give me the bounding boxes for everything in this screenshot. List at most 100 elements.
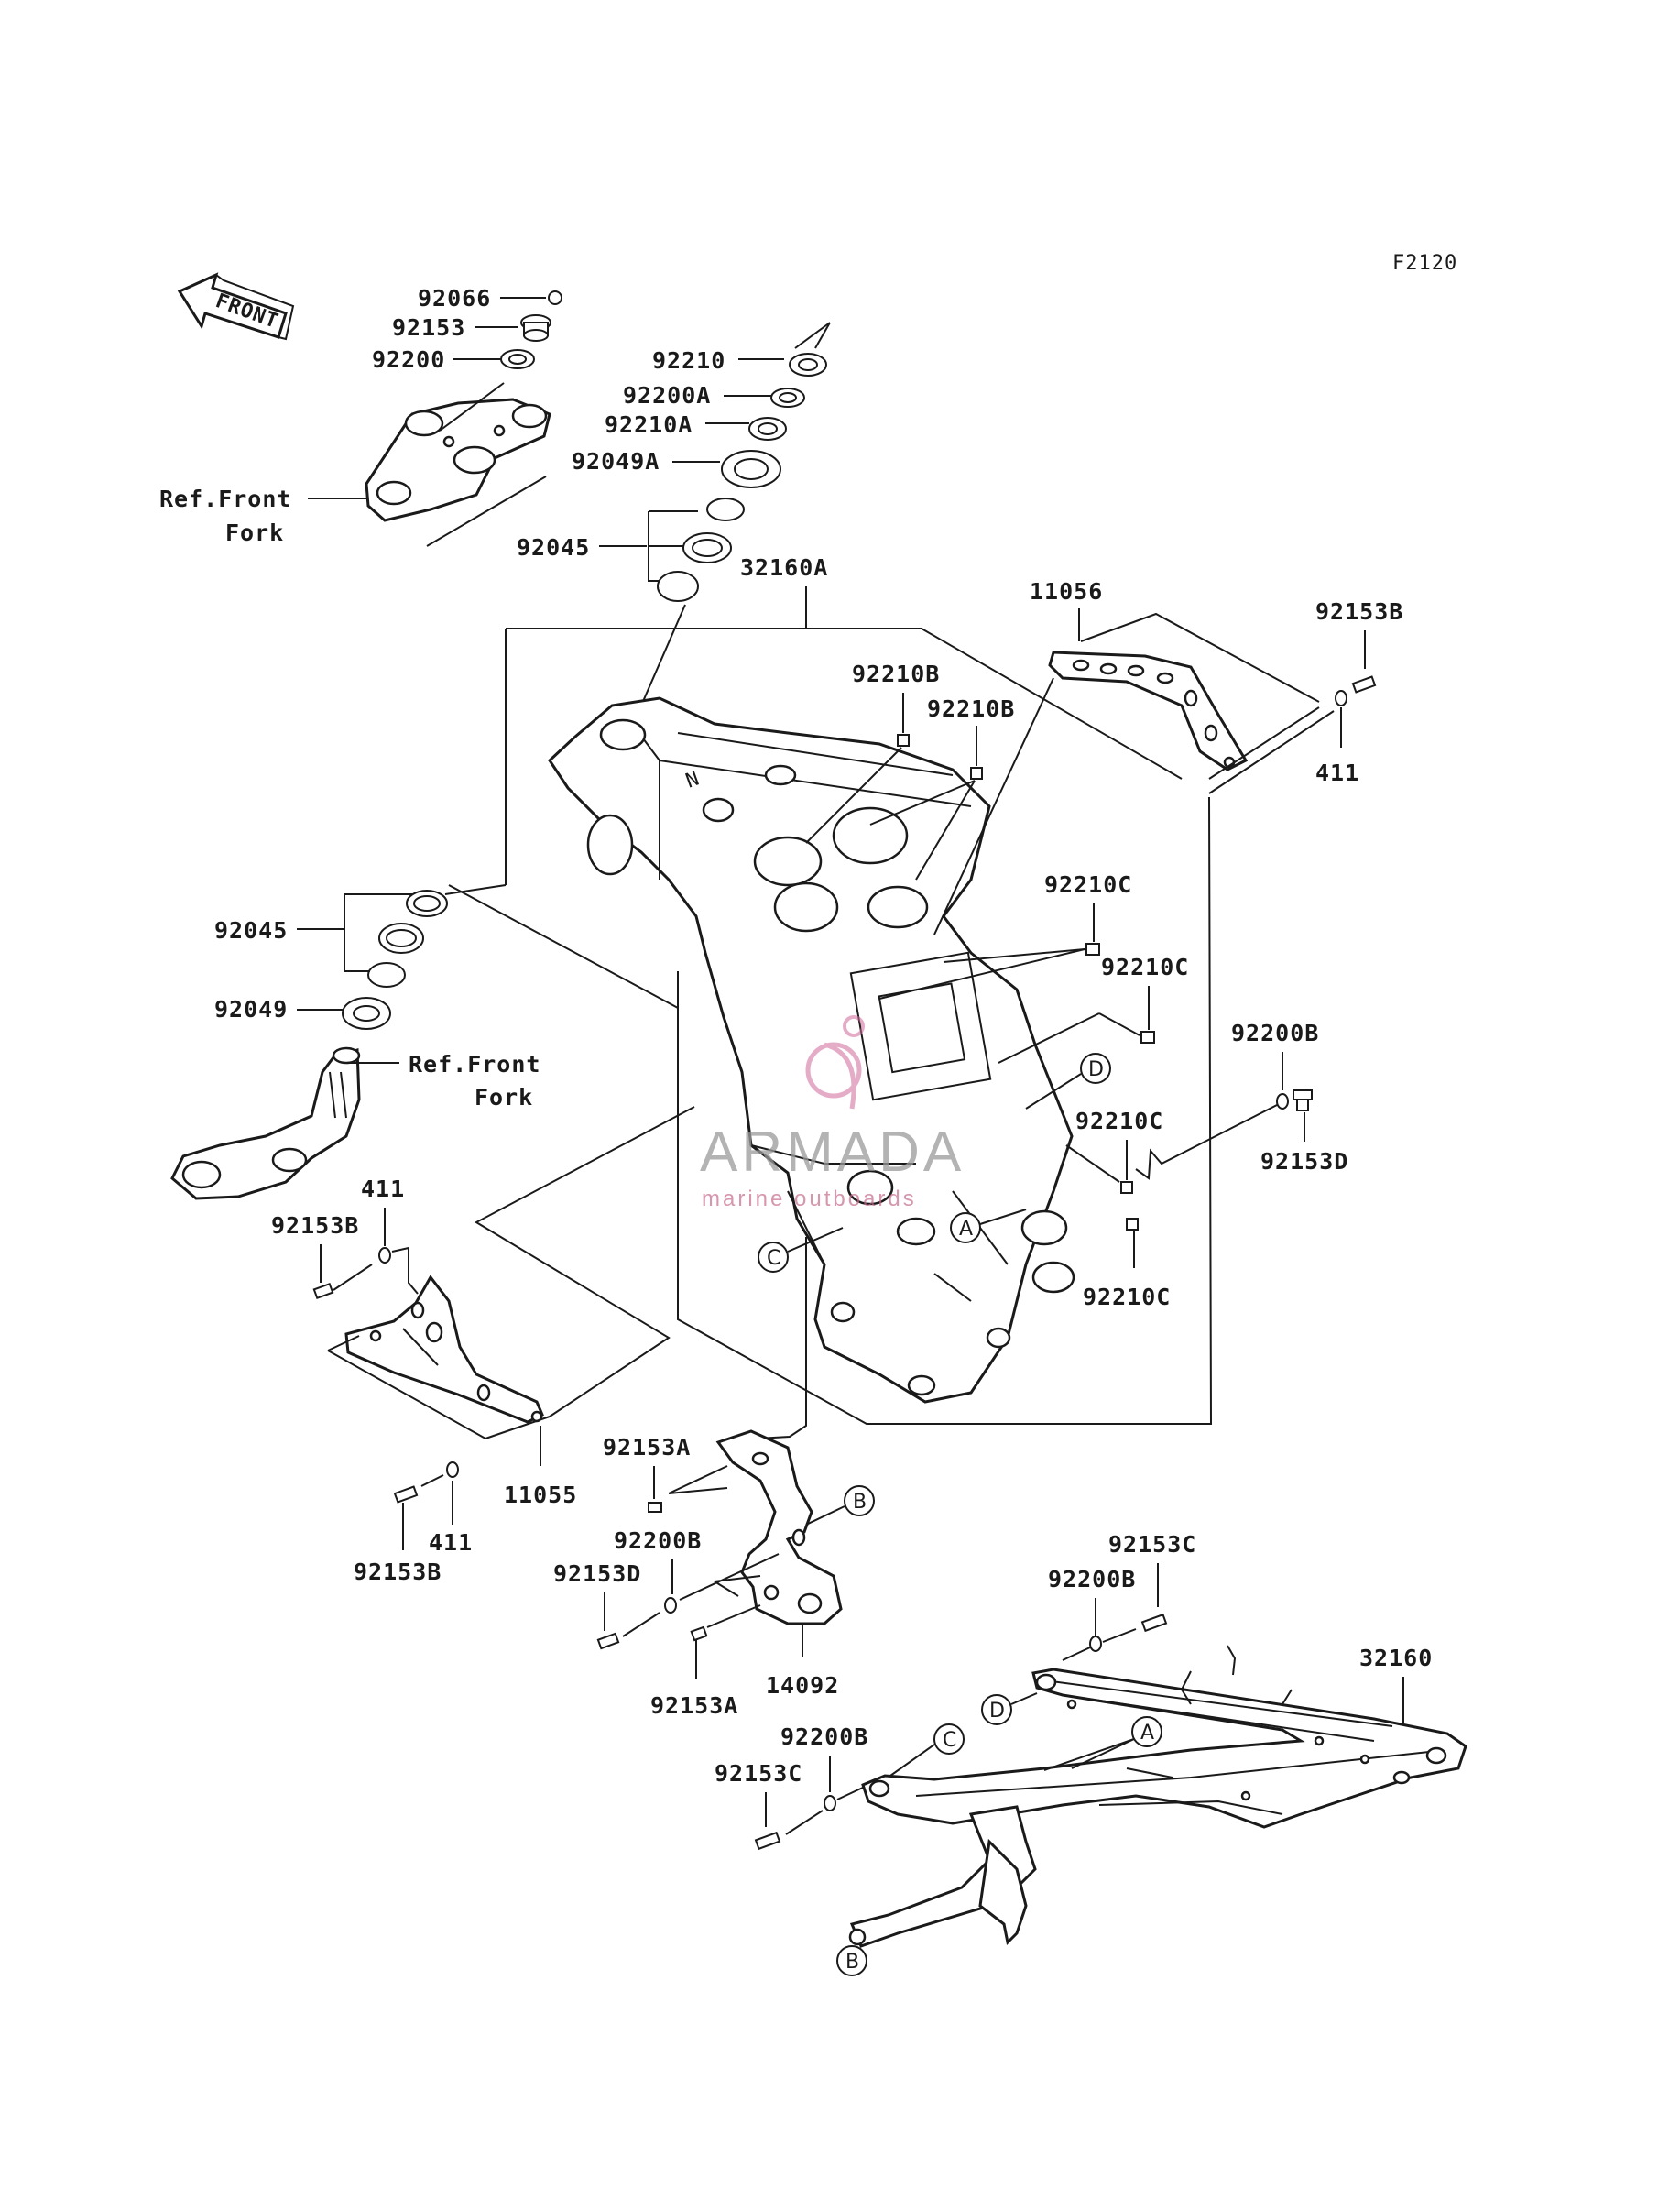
bolt-92153C-bottom — [754, 1831, 781, 1851]
ref-front-fork-lower-line2: Fork — [475, 1084, 533, 1110]
label-92210A: 92210A — [605, 411, 693, 438]
washer-92200 — [500, 349, 535, 369]
label-92210: 92210 — [652, 347, 725, 374]
label-92153C-bottom: 92153C — [715, 1760, 802, 1787]
callout-C-frame: C — [758, 1227, 844, 1273]
callout-D-sub: D — [981, 1692, 1038, 1725]
svg-text:B: B — [845, 1951, 859, 1974]
label-92210B-1: 92210B — [852, 661, 940, 687]
washer-92200B-mid — [664, 1597, 677, 1614]
upper-steering-group: 92066 92153 92200 Ref.Front F — [159, 285, 562, 547]
label-92210C-2: 92210C — [1101, 954, 1189, 980]
screw-92210C-4 — [1126, 1218, 1139, 1231]
lower-triple-clamp-stem — [170, 1046, 361, 1200]
label-92210C-4: 92210C — [1083, 1284, 1171, 1310]
bracket-14092-group: B 92153A 92200B 92153D 92153A 14092 — [553, 1237, 875, 1719]
label-92210B-2: 92210B — [927, 695, 1015, 722]
label-92153D-right: 92153D — [1260, 1148, 1348, 1175]
label-92210C-1: 92210C — [1044, 871, 1132, 898]
lower-steering-group: 92045 92049 Ref.Front Fork — [170, 884, 679, 1200]
ref-front-fork-lower-line1: Ref.Front — [409, 1051, 540, 1078]
label-92153B-left-bottom: 92153B — [354, 1559, 442, 1585]
bolt-92153 — [520, 314, 551, 342]
label-92045-left: 92045 — [214, 917, 288, 944]
svg-text:B: B — [853, 1491, 867, 1514]
label-11056: 11056 — [1030, 578, 1103, 605]
label-92200A: 92200A — [623, 382, 711, 409]
plate-11055 — [344, 1275, 544, 1424]
label-11055: 11055 — [504, 1482, 577, 1508]
bearing-92045-left — [367, 890, 448, 988]
bearing-92045-top — [657, 498, 745, 602]
locknut-92210 — [789, 353, 827, 377]
bolt-92153B-left-bottom — [393, 1485, 419, 1504]
screw-92210C-3 — [1120, 1181, 1133, 1194]
label-92200: 92200 — [372, 346, 445, 373]
cap-92066 — [548, 290, 562, 305]
label-92153B-right: 92153B — [1315, 598, 1403, 625]
svg-text:A: A — [1140, 1722, 1154, 1745]
label-92200B-right: 92200B — [1231, 1020, 1319, 1046]
bracket-14092 — [715, 1429, 843, 1625]
bolt-92153B-right — [1351, 675, 1377, 694]
washer-92200A — [770, 388, 805, 408]
callout-B-sub: B — [836, 1945, 867, 1976]
label-14092: 14092 — [766, 1672, 839, 1699]
bolt-92153D-mid — [596, 1632, 620, 1650]
screw-92210B-1 — [897, 734, 910, 747]
diagram-code: F2120 — [1392, 252, 1457, 275]
label-92045-top: 92045 — [517, 534, 590, 561]
screw-92210B-2 — [970, 767, 983, 780]
callout-A-frame: A — [950, 1209, 1027, 1243]
locknut-92210A — [748, 417, 787, 441]
label-92153C-top: 92153C — [1108, 1531, 1196, 1558]
label-92153A-top: 92153A — [603, 1434, 691, 1461]
screw-92210C-2 — [1140, 1031, 1155, 1044]
label-92153: 92153 — [392, 314, 465, 341]
callout-A-sub: A — [1043, 1716, 1162, 1771]
label-92153B-left-top: 92153B — [271, 1212, 359, 1239]
label-92066: 92066 — [418, 285, 491, 312]
washer-411-left-bottom — [446, 1461, 459, 1478]
label-92049A: 92049A — [572, 448, 660, 475]
svg-text:D: D — [1088, 1058, 1104, 1081]
bolt-92153B-left-top — [312, 1282, 334, 1300]
ref-front-fork-upper-line2: Fork — [225, 520, 284, 546]
washer-92200B-sub-bottom — [824, 1795, 836, 1811]
label-92153A-bottom: 92153A — [650, 1692, 738, 1719]
plate-11056-group: 11056 92153B 411 — [933, 578, 1403, 935]
subframe-32160 — [848, 1645, 1467, 1948]
watermark-brand: ARMADA — [700, 1121, 965, 1184]
label-32160A: 32160A — [740, 554, 828, 581]
screw-92210C-1 — [1085, 943, 1100, 956]
label-411-right: 411 — [1315, 760, 1359, 786]
plate-11055-group: 411 92153B 11055 411 92153B — [271, 1106, 695, 1585]
watermark-logo-icon — [805, 1015, 865, 1110]
label-411-left-top: 411 — [361, 1176, 405, 1202]
subframe-group: 92153C 92200B 32160 — [715, 1531, 1467, 1976]
svg-text:A: A — [959, 1218, 973, 1241]
bolt-92153C-top — [1140, 1613, 1168, 1633]
svg-text:D: D — [989, 1700, 1005, 1723]
svg-text:C: C — [943, 1729, 956, 1752]
callout-D-frame: D — [1025, 1053, 1111, 1110]
bolt-92153D-right — [1293, 1089, 1313, 1111]
screw-92153A-bottom — [690, 1625, 708, 1642]
ref-front-fork-upper-line1: Ref.Front — [159, 486, 291, 512]
washer-411-right — [1335, 690, 1347, 706]
watermark-tagline: marine outboards — [702, 1187, 917, 1211]
main-frame-group: 32160A N 9221 — [505, 554, 1348, 1425]
label-92049: 92049 — [214, 996, 288, 1023]
label-92200B-mid: 92200B — [614, 1527, 702, 1554]
plate-11056 — [1048, 651, 1249, 771]
seal-92049 — [342, 997, 391, 1030]
screw-92153A-top — [648, 1502, 662, 1513]
label-92153D-mid: 92153D — [553, 1560, 641, 1587]
stem-bearing-upper-group: 92210 92200A 92210A 92049A — [517, 322, 831, 706]
main-frame-32160A: N — [548, 696, 1075, 1404]
callout-C-sub: C — [889, 1723, 965, 1777]
washer-92200B-sub-top — [1089, 1636, 1102, 1652]
label-92210C-3: 92210C — [1075, 1108, 1163, 1134]
label-32160: 32160 — [1359, 1645, 1433, 1671]
